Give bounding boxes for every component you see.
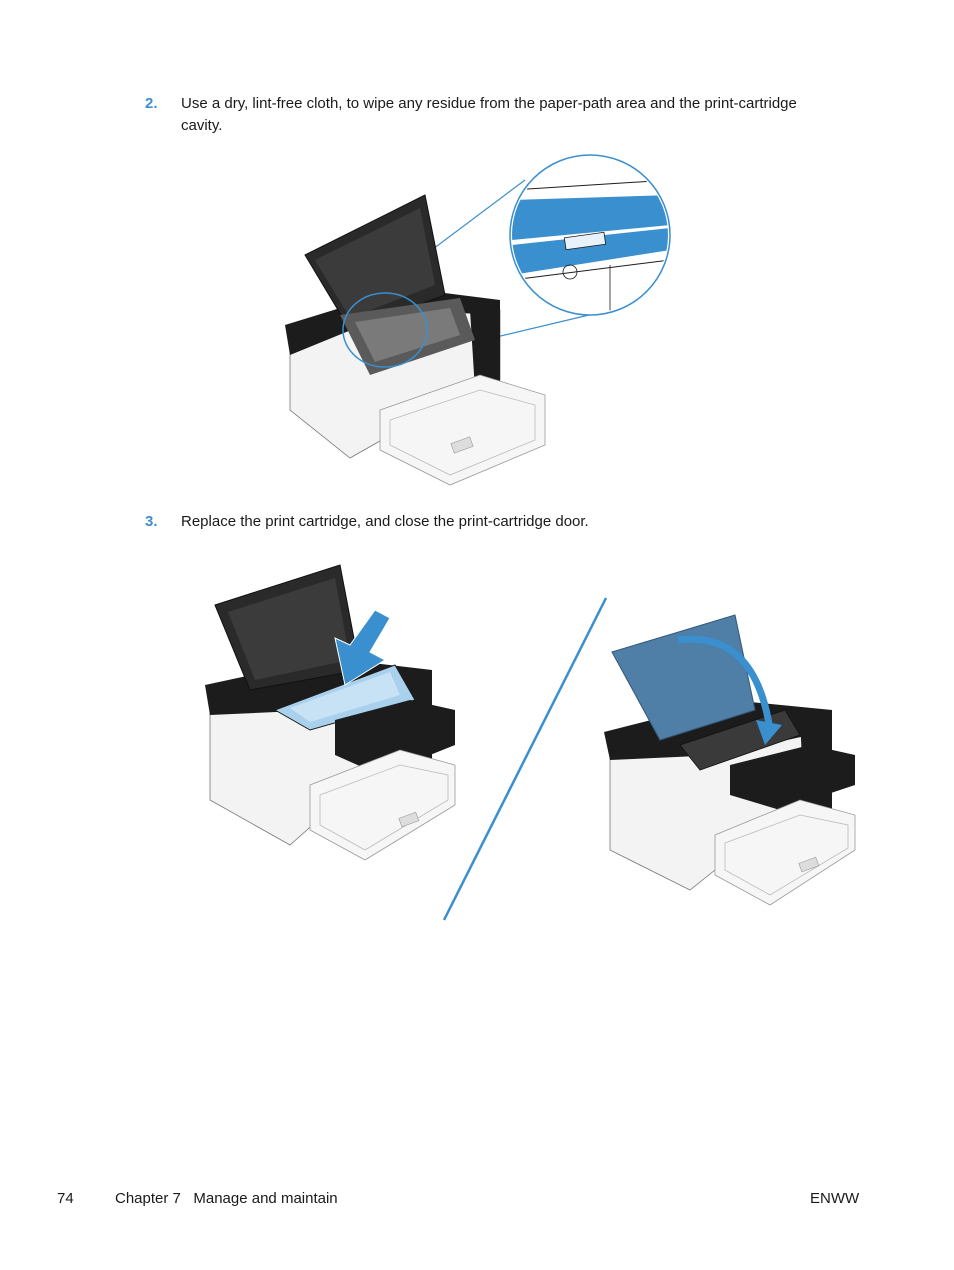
step-number: 3.	[145, 511, 158, 533]
printer-door-open	[205, 565, 455, 860]
chapter-title: Chapter 7 Manage and maintain	[115, 1188, 338, 1210]
replace-cartridge-illustration	[200, 560, 860, 925]
printer-door-closing	[604, 615, 855, 905]
step-text: Replace the print cartridge, and close t…	[181, 511, 841, 533]
step-number: 2.	[145, 93, 158, 115]
footer-doc-code: ENWW	[810, 1188, 859, 1210]
step-text: Use a dry, lint-free cloth, to wipe any …	[181, 93, 841, 137]
printer-cleaning-illustration	[280, 150, 675, 495]
divider-line	[444, 598, 606, 920]
page-number: 74	[57, 1188, 74, 1210]
